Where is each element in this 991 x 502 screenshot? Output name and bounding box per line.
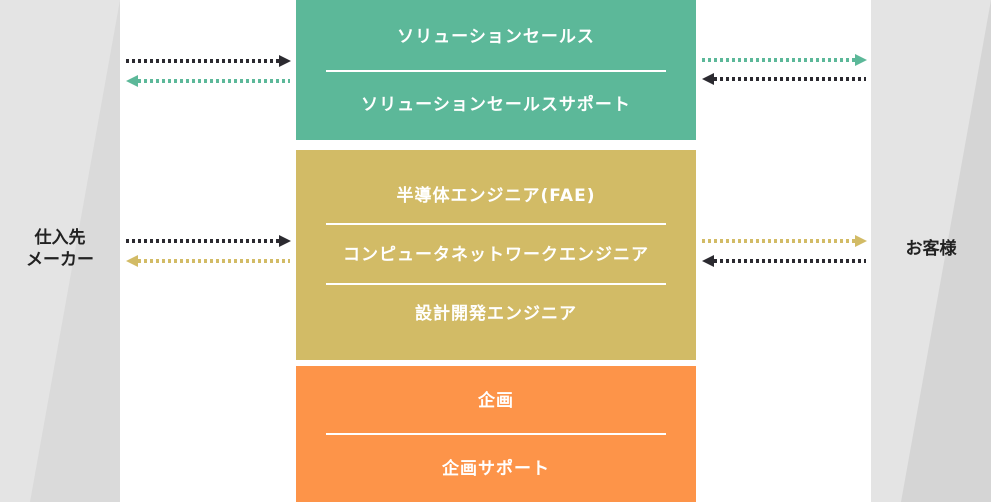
role-solution-sales: ソリューションセールス	[397, 27, 595, 47]
engineering-group: 半導体エンジニア(FAE) コンピュータネットワークエンジニア 設計開発エンジニ…	[296, 150, 696, 360]
supplier-panel-bg	[0, 0, 120, 502]
role-solution-sales-support: ソリューションセールスサポート	[361, 95, 631, 115]
customer-label: お客様	[905, 239, 957, 259]
customer-panel: お客様	[871, 0, 991, 502]
supplier-label: 仕入先 メーカー	[0, 227, 120, 271]
customer-to-engineering-arrow	[700, 255, 870, 267]
sales-to-customer-arrow	[700, 54, 870, 66]
role-planning-support: 企画サポート	[442, 459, 550, 479]
role-fae: 半導体エンジニア(FAE)	[396, 186, 596, 206]
sales-to-supplier-arrow	[124, 75, 294, 87]
role-network-engineer: コンピュータネットワークエンジニア	[343, 245, 649, 265]
engineering-divider-1	[326, 223, 666, 225]
engineering-divider-2	[326, 283, 666, 285]
planning-group: 企画 企画サポート	[296, 366, 696, 502]
supplier-to-sales-arrow	[124, 55, 294, 67]
role-design-engineer: 設計開発エンジニア	[415, 304, 577, 324]
customer-panel-bg	[871, 0, 991, 502]
supplier-label-line2: メーカー	[26, 250, 94, 270]
sales-divider	[326, 70, 666, 72]
planning-divider	[326, 433, 666, 435]
sales-group: ソリューションセールス ソリューションセールスサポート	[296, 0, 696, 140]
role-planning: 企画	[478, 391, 514, 411]
engineering-to-supplier-arrow	[124, 255, 294, 267]
supplier-label-line1: 仕入先	[34, 228, 86, 248]
supplier-to-engineering-arrow	[124, 235, 294, 247]
customer-to-sales-arrow	[700, 73, 870, 85]
engineering-to-customer-arrow	[700, 235, 870, 247]
supplier-panel: 仕入先 メーカー	[0, 0, 120, 502]
